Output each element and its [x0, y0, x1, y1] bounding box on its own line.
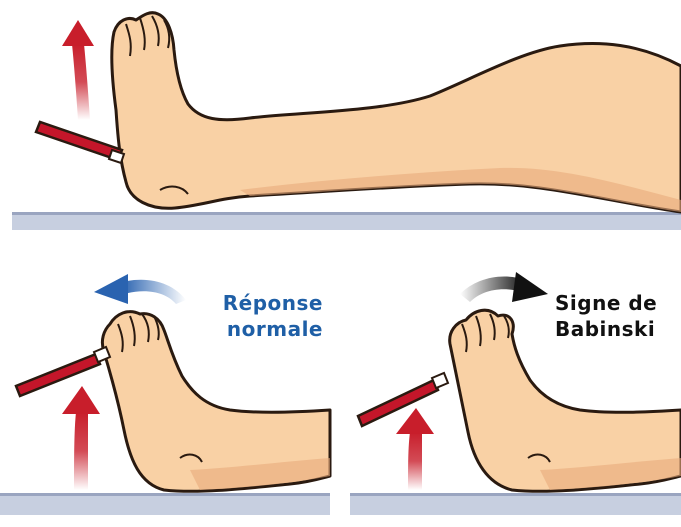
- arrow-up-icon: [396, 408, 434, 490]
- table-surface-left: [0, 493, 330, 515]
- extension-arrow-icon: [460, 272, 548, 302]
- reflex-hammer-top: [36, 122, 124, 163]
- label-babinski-sign: Signe de Babinski: [555, 290, 681, 342]
- label-babinski-line1: Signe de: [555, 290, 681, 316]
- reflex-hammer-babinski: [358, 373, 448, 426]
- panel-top: [12, 13, 681, 230]
- reflex-hammer-normal: [16, 347, 110, 396]
- flexion-arrow-icon: [94, 274, 186, 304]
- label-normal-line1: Réponse: [203, 290, 323, 316]
- table-surface-right: [350, 493, 681, 515]
- label-babinski-line2: Babinski: [555, 316, 681, 342]
- label-normal-line2: normale: [203, 316, 323, 342]
- label-normal-response: Réponse normale: [203, 290, 323, 342]
- arrow-up-icon: [62, 20, 94, 120]
- arrow-up-icon: [62, 386, 100, 490]
